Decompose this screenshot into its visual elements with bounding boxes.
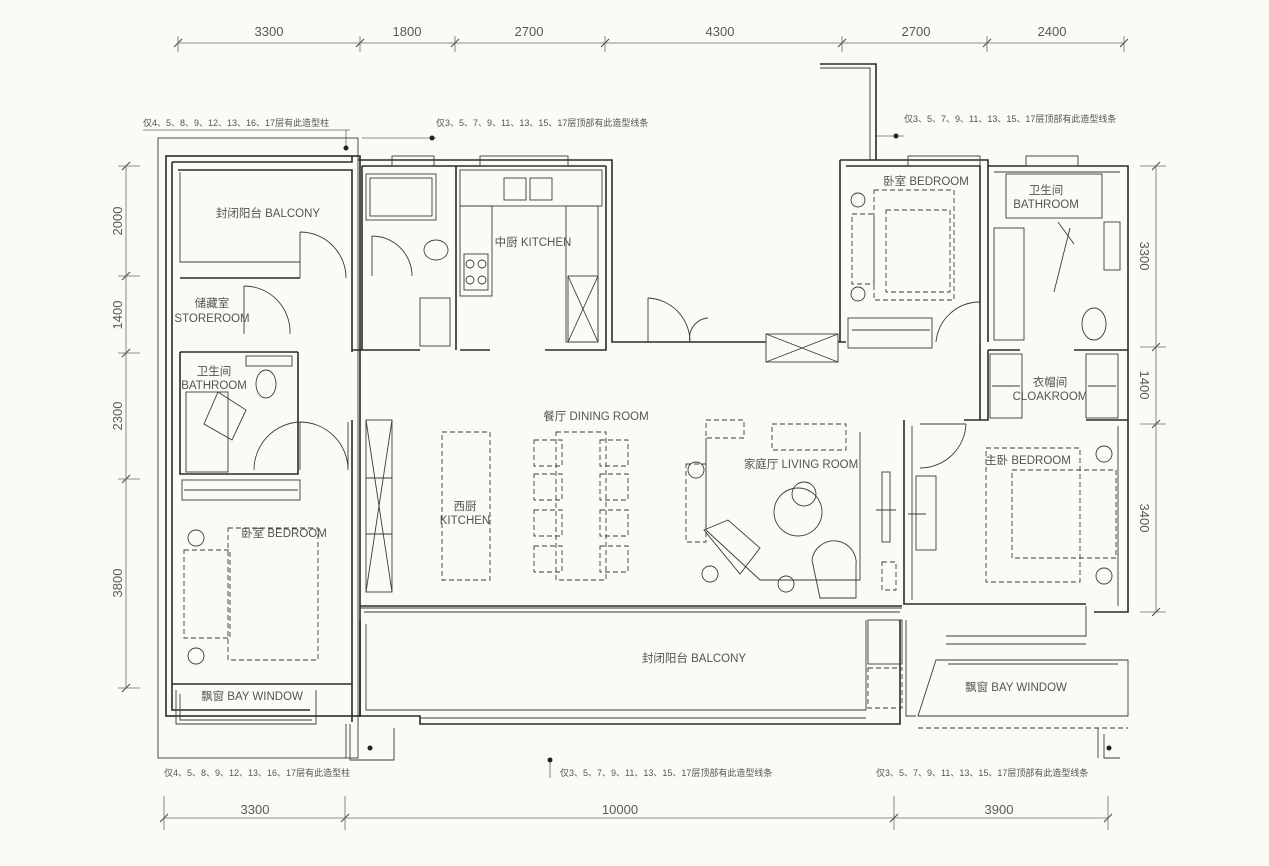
top-dim-label: 2700 <box>902 24 931 39</box>
room-label-master-bedroom: 主卧 BEDROOM <box>985 454 1071 467</box>
bottom-dim-label: 10000 <box>602 802 638 817</box>
room-label-storeroom-en: STOREROOM <box>174 313 249 325</box>
room-label-bathroom-w-cn: 卫生间 <box>197 364 232 378</box>
left-dimension-line: 2000 1400 2300 3800 <box>110 161 140 693</box>
room-label-cloakroom-en: CLOAKROOM <box>1013 391 1088 403</box>
room-label-bathroom-e-en: BATHROOM <box>1013 199 1079 211</box>
right-dim-label: 3300 <box>1137 242 1152 271</box>
furniture <box>183 189 1117 665</box>
room-label-cloakroom-cn: 衣帽间 <box>1033 375 1068 389</box>
top-dim-label: 4300 <box>706 24 735 39</box>
room-label-bathroom-e-cn: 卫生间 <box>1029 183 1064 197</box>
notes: 仅4、5、8、9、12、13、16、17层有此造型柱 仅3、5、7、9、11、1… <box>143 113 1116 778</box>
fixtures <box>184 169 1121 709</box>
room-label-western-kitchen-en: KITCHEN <box>440 515 490 527</box>
note-bottom-left: 仅4、5、8、9、12、13、16、17层有此造型柱 <box>164 767 350 778</box>
top-dimension-line: 3300 1800 2700 4300 2700 2400 <box>173 24 1129 52</box>
room-label-bay-window-sw: 飘窗 BAY WINDOW <box>201 689 303 703</box>
left-dim-label: 2300 <box>110 402 125 431</box>
room-label-kitchen: 中厨 KITCHEN <box>495 236 572 249</box>
room-label-balcony-s: 封闭阳台 BALCONY <box>642 651 746 665</box>
top-dim-label: 3300 <box>255 24 284 39</box>
top-dim-label: 1800 <box>393 24 422 39</box>
room-label-bedroom-ne: 卧室 BEDROOM <box>883 174 969 188</box>
room-label-living: 家庭厅 LIVING ROOM <box>744 457 858 471</box>
top-dim-label: 2700 <box>515 24 544 39</box>
note-top-right: 仅3、5、7、9、11、13、15、17层顶部有此造型线条 <box>904 113 1116 124</box>
walls <box>157 63 1129 761</box>
bottom-dim-label: 3300 <box>241 802 270 817</box>
note-bottom-middle: 仅3、5、7、9、11、13、15、17层顶部有此造型线条 <box>560 767 772 778</box>
room-label-western-kitchen-cn: 西厨 <box>454 500 477 513</box>
doors <box>243 221 1075 471</box>
room-labels: 封闭阳台 BALCONY 储藏室 STOREROOM 卫生间 BATHROOM … <box>174 174 1087 703</box>
left-dim-label: 3800 <box>110 569 125 598</box>
room-label-balcony-nw: 封闭阳台 BALCONY <box>216 206 320 220</box>
left-dim-label: 2000 <box>110 207 125 236</box>
room-label-bay-window-se: 飘窗 BAY WINDOW <box>965 680 1067 694</box>
room-label-dining: 餐厅 DINING ROOM <box>543 409 648 423</box>
right-dim-label: 3400 <box>1137 504 1152 533</box>
room-label-bathroom-w-en: BATHROOM <box>181 380 247 392</box>
right-dim-label: 1400 <box>1137 371 1152 400</box>
bottom-dimension-line: 3300 10000 3900 <box>159 796 1113 830</box>
right-dimension-line: 3300 1400 3400 <box>1137 161 1166 617</box>
note-bottom-right: 仅3、5、7、9、11、13、15、17层顶部有此造型线条 <box>876 767 1088 778</box>
room-label-bedroom-sw: 卧室 BEDROOM <box>241 526 327 540</box>
top-dim-label: 2400 <box>1038 24 1067 39</box>
note-top-middle: 仅3、5、7、9、11、13、15、17层顶部有此造型线条 <box>436 117 648 128</box>
bottom-dim-label: 3900 <box>985 802 1014 817</box>
room-label-storeroom-cn: 储藏室 <box>195 296 230 310</box>
left-dim-label: 1400 <box>110 301 125 330</box>
note-top-left: 仅4、5、8、9、12、13、16、17层有此造型柱 <box>143 117 329 128</box>
